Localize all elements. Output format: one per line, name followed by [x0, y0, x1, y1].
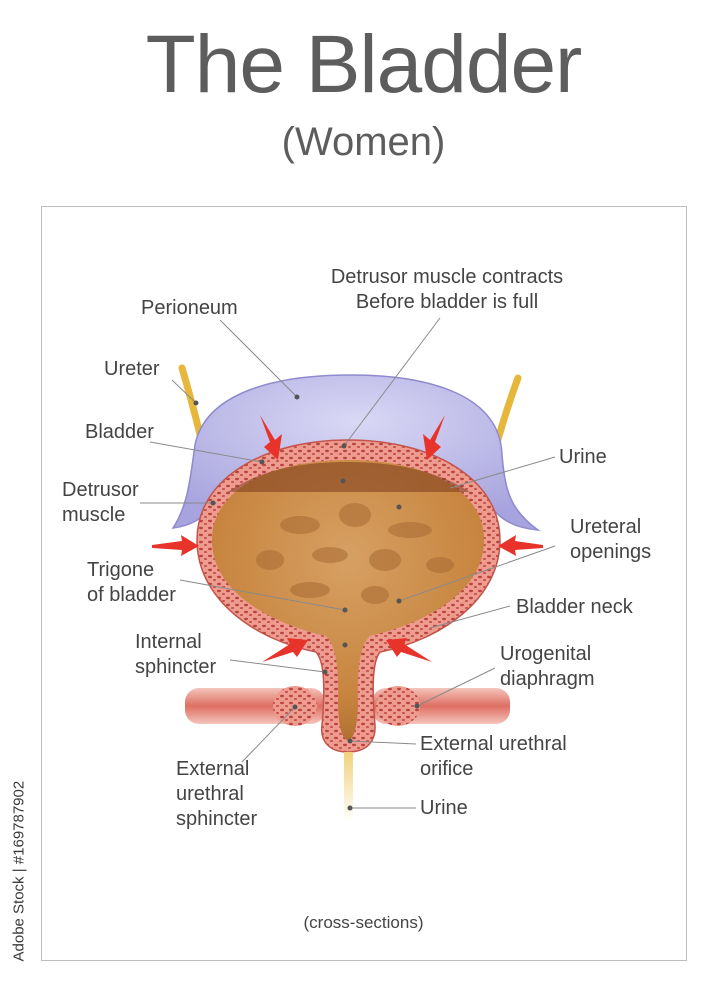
leader-lines: [140, 317, 556, 809]
label-perioneum: Perioneum: [141, 297, 238, 319]
diagram-frame: [41, 206, 687, 961]
leader-dots: [193, 394, 420, 811]
caption-cross-sections: (cross-sections): [303, 913, 424, 932]
label-ureteral-openings: Ureteral openings: [570, 516, 652, 563]
label-detrusor-muscle: Detrusor muscle: [62, 479, 139, 526]
label-internal-sphincter: Internal sphincter: [135, 631, 217, 678]
label-ureter: Ureter: [104, 358, 160, 380]
label-bladder-neck: Bladder neck: [516, 596, 633, 618]
label-external-urethral-orifice: External urethral orifice: [420, 733, 567, 780]
urine-stream: [344, 752, 353, 822]
label-trigone: Trigone of bladder: [87, 559, 176, 606]
stock-credit: Adobe Stock | #169787902: [10, 780, 28, 962]
contraction-arrows: [152, 415, 543, 662]
page-title: The Bladder: [145, 19, 583, 110]
label-urine-top: Urine: [559, 446, 607, 468]
label-urogenital-diaphragm: Urogenital diaphragm: [500, 643, 595, 690]
label-external-urethral-sphincter: External urethral sphincter: [176, 758, 258, 830]
label-detrusor-contracts: Detrusor muscle contracts Before bladder…: [330, 266, 564, 313]
label-bladder: Bladder: [85, 421, 154, 443]
label-urine-bottom: Urine: [420, 797, 468, 819]
page-subtitle: (Women): [281, 120, 446, 164]
